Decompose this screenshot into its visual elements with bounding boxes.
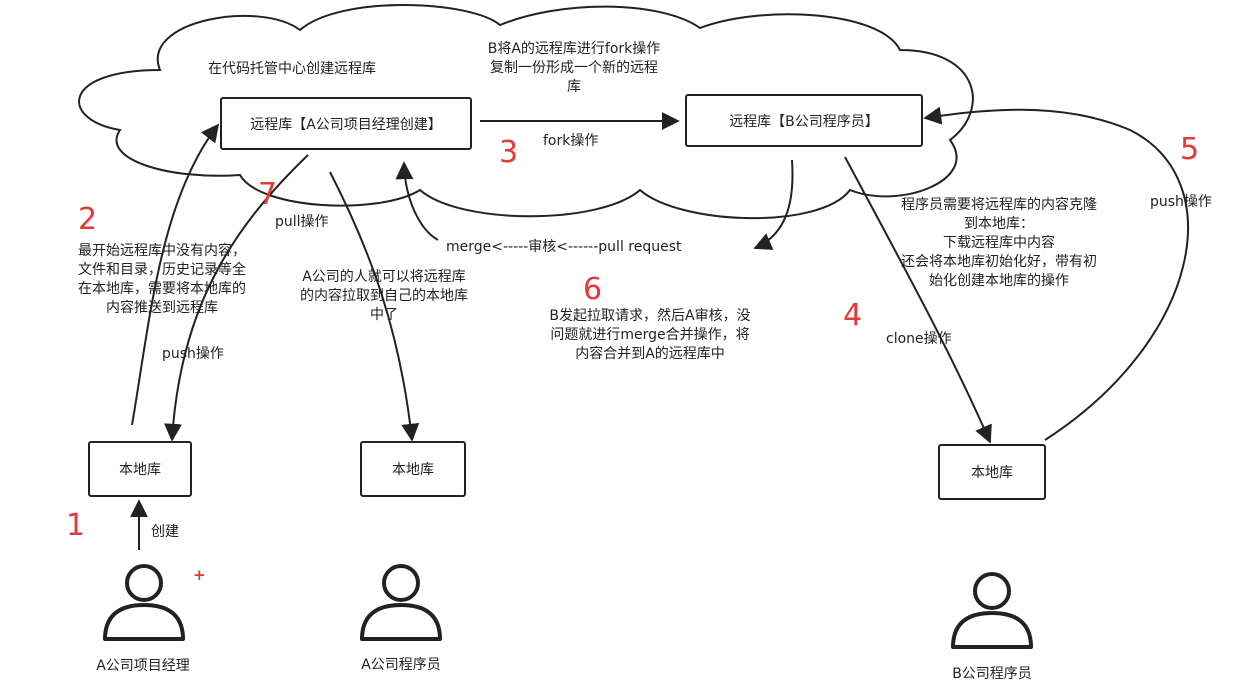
remote-repo-b-box: 远程库【B公司程序员】 (685, 94, 923, 147)
actor-a-programmer (356, 563, 446, 643)
pull-desc-line: A公司的人就可以将远程库 (302, 269, 466, 285)
clone-desc-line: 始化创建本地库的操作 (929, 273, 1069, 289)
fork-desc-line: 库 (567, 79, 581, 95)
step-number-4: 4 (843, 298, 863, 333)
pr-desc-line: 问题就进行merge合并操作，将 (550, 327, 750, 343)
push-desc-line: 最开始远程库中没有内容， (78, 243, 246, 259)
push-desc-line: 在本地库，需要将本地库的 (78, 281, 246, 297)
local-repo-a-programmer-box: 本地库 (360, 441, 466, 497)
person-icon (103, 564, 185, 641)
pr-desc-line: B发起拉取请求，然后A审核，没 (549, 308, 751, 324)
fork-desc-line: B将A的远程库进行fork操作 (487, 41, 661, 57)
push-description: 最开始远程库中没有内容， 文件和目录，历史记录等全 在本地库，需要将本地库的 内… (62, 242, 262, 318)
pull-op-label: pull操作 (275, 214, 329, 230)
local-repo-b-programmer-box: 本地库 (938, 444, 1046, 500)
actor-a-programmer-label: A公司程序员 (361, 657, 441, 673)
push-desc-line: 文件和目录，历史记录等全 (78, 262, 246, 278)
create-remote-label: 在代码托管中心创建远程库 (208, 61, 376, 77)
push-op-left-label: push操作 (162, 346, 224, 362)
push-op-right-label: push操作 (1150, 194, 1212, 210)
actor-b-programmer (947, 571, 1037, 651)
push-arrow-left (131, 123, 220, 426)
pull-arrow-manager (164, 154, 309, 442)
remote-repo-a-box: 远程库【A公司项目经理创建】 (220, 97, 472, 150)
step-number-3: 3 (499, 135, 519, 170)
actor-a-manager (99, 563, 189, 643)
create-op-label: 创建 (151, 524, 179, 540)
step-number-5: 5 (1180, 132, 1200, 167)
fork-op-label: fork操作 (543, 133, 599, 149)
fork-desc-line: 复制一份形成一个新的远程 (490, 60, 658, 76)
clone-op-label: clone操作 (886, 331, 952, 347)
pull-description: A公司的人就可以将远程库 的内容拉取到自己的本地库 中了 (284, 268, 484, 325)
pull-desc-line: 的内容拉取到自己的本地库 (300, 288, 468, 304)
step-number-2: 2 (78, 202, 98, 237)
clone-desc-line: 到本地库： (964, 216, 1034, 232)
actor-a-manager-label: A公司项目经理 (96, 658, 190, 674)
local-repo-manager-box: 本地库 (88, 441, 192, 497)
merge-arrow (395, 161, 439, 241)
clone-desc-line: 还会将本地库初始化好，带有初 (901, 254, 1097, 270)
pull-desc-line: 中了 (370, 307, 398, 323)
clone-description: 程序员需要将远程库的内容克隆 到本地库： 下载远程库中内容 还会将本地库初始化好… (883, 196, 1115, 291)
push-desc-line: 内容推送到远程库 (106, 300, 218, 316)
fork-description: B将A的远程库进行fork操作 复制一份形成一个新的远程 库 (474, 40, 674, 97)
pull-request-description: B发起拉取请求，然后A审核，没 问题就进行merge合并操作，将 内容合并到A的… (530, 307, 770, 364)
clone-arrow (844, 156, 992, 444)
plus-marker: + (193, 566, 206, 584)
step-number-1: 1 (66, 508, 86, 543)
pull-request-arrow (753, 159, 794, 250)
pull-arrow-programmer (329, 171, 420, 442)
push-arrow-right (923, 106, 1189, 441)
clone-desc-line: 下载远程库中内容 (943, 235, 1055, 251)
actor-b-programmer-label: B公司程序员 (952, 666, 1032, 682)
cloud-shape (78, 4, 974, 220)
pr-desc-line: 内容合并到A的远程库中 (575, 346, 725, 362)
person-icon (360, 564, 442, 641)
step-number-7: 7 (258, 177, 278, 212)
merge-flow-label: merge<-----审核<------pull request (446, 239, 682, 255)
clone-desc-line: 程序员需要将远程库的内容克隆 (901, 197, 1097, 213)
person-icon (951, 572, 1033, 649)
step-number-6: 6 (583, 272, 603, 307)
